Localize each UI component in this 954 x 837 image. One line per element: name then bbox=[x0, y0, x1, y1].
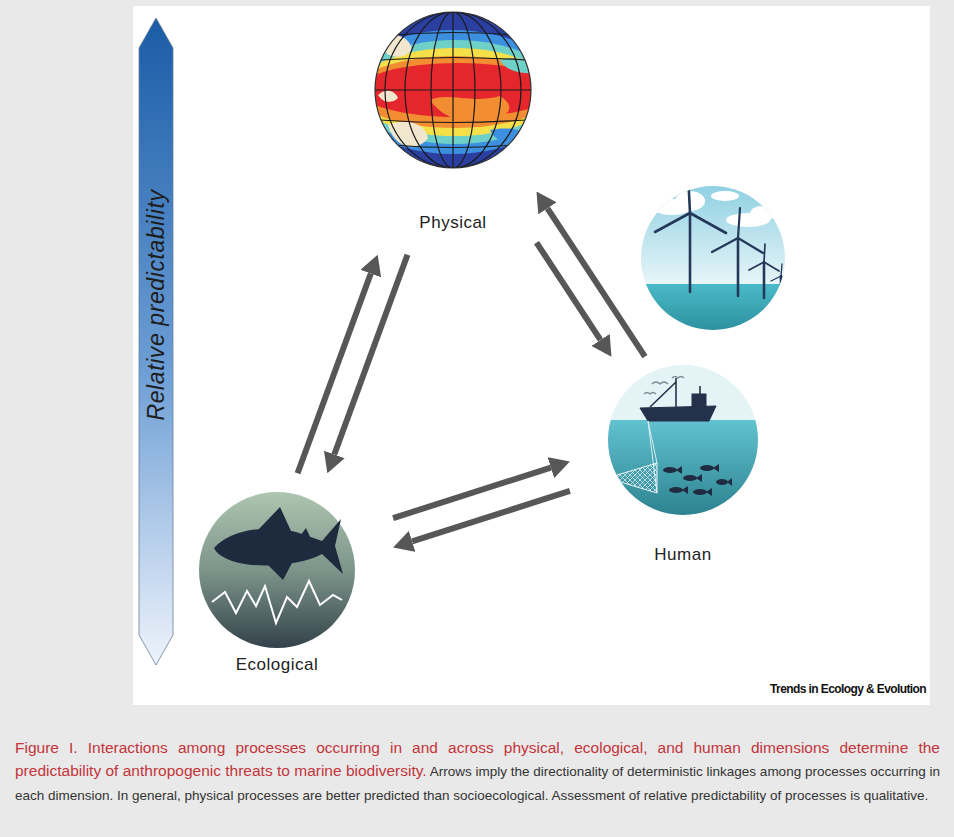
caption-space bbox=[427, 764, 430, 779]
figure-panel bbox=[133, 6, 930, 705]
wind-farm-icon bbox=[712, 208, 763, 253]
globe-icon bbox=[343, 8, 563, 178]
fishing-icon bbox=[713, 464, 719, 472]
wind-farm-icon bbox=[771, 264, 791, 281]
fishing-icon bbox=[706, 488, 712, 496]
flow-arrow bbox=[334, 255, 407, 455]
flow-arrow bbox=[412, 491, 570, 542]
wind-farm-icon bbox=[655, 173, 726, 233]
fishing-icon bbox=[692, 394, 706, 407]
tuna-icon bbox=[199, 492, 355, 648]
fishing-icon bbox=[605, 362, 761, 520]
fishing-icon bbox=[669, 487, 683, 493]
globe-icon bbox=[388, 122, 428, 147]
fishing-icon bbox=[644, 377, 684, 395]
process-circle: Ecological bbox=[199, 492, 355, 678]
wind-farm-icon bbox=[690, 213, 781, 299]
axis-label: Relative predictability bbox=[143, 189, 170, 420]
fishing-icon bbox=[682, 486, 688, 494]
fishing-icon bbox=[700, 465, 714, 471]
globe-icon bbox=[375, 10, 531, 170]
fishing-icon bbox=[605, 420, 761, 520]
tuna-icon bbox=[212, 581, 342, 623]
journal-watermark: Trends in Ecology & Evolution bbox=[770, 682, 926, 696]
wind-farm-icon bbox=[750, 206, 774, 222]
fishing-icon bbox=[605, 362, 761, 422]
fishing-icon bbox=[640, 378, 716, 421]
fishing-icon bbox=[716, 479, 728, 485]
fishing-icon bbox=[617, 463, 657, 493]
node-label: Ecological bbox=[199, 654, 355, 676]
process-circle: Human bbox=[608, 365, 758, 568]
flow-arrow bbox=[536, 243, 600, 340]
figure-caption: Figure I. Interactions among processes o… bbox=[15, 736, 940, 807]
node-label: Human bbox=[608, 544, 758, 566]
globe-icon bbox=[430, 96, 509, 120]
globe-icon bbox=[350, 40, 560, 144]
wind-farm-icon bbox=[640, 173, 791, 334]
globe-outline bbox=[375, 12, 531, 168]
wind-farm-icon bbox=[749, 244, 779, 271]
wind-farm-icon bbox=[711, 191, 739, 201]
fishing-icon bbox=[676, 466, 682, 474]
fishing-icon bbox=[696, 474, 702, 482]
tuna-icon bbox=[199, 492, 355, 648]
fishing-icon bbox=[663, 464, 732, 496]
globe-icon bbox=[500, 58, 540, 73]
predictability-bar bbox=[139, 18, 173, 665]
fishing-icon bbox=[663, 467, 677, 473]
fishing-icon bbox=[650, 378, 700, 408]
node-label: Physical bbox=[375, 212, 531, 234]
globe-icon bbox=[375, 35, 412, 57]
fishing-icon bbox=[683, 475, 697, 481]
flow-arrow bbox=[393, 468, 551, 519]
fishing-icon bbox=[693, 489, 707, 495]
tuna-icon bbox=[258, 507, 311, 580]
wind-farm-icon bbox=[652, 191, 774, 227]
fishing-icon bbox=[727, 478, 732, 486]
wind-farm-icon bbox=[655, 173, 791, 299]
globe-icon bbox=[375, 33, 531, 148]
fishing-icon bbox=[652, 382, 668, 384]
fishing-icon bbox=[640, 406, 716, 421]
process-circle: Physical bbox=[375, 12, 531, 236]
flow-arrow bbox=[298, 274, 371, 474]
globe-icon bbox=[520, 144, 540, 165]
globe-icon bbox=[378, 91, 398, 102]
flow-arrow bbox=[547, 208, 645, 356]
fishing-icon bbox=[644, 393, 656, 395]
fishing-icon bbox=[672, 377, 684, 379]
